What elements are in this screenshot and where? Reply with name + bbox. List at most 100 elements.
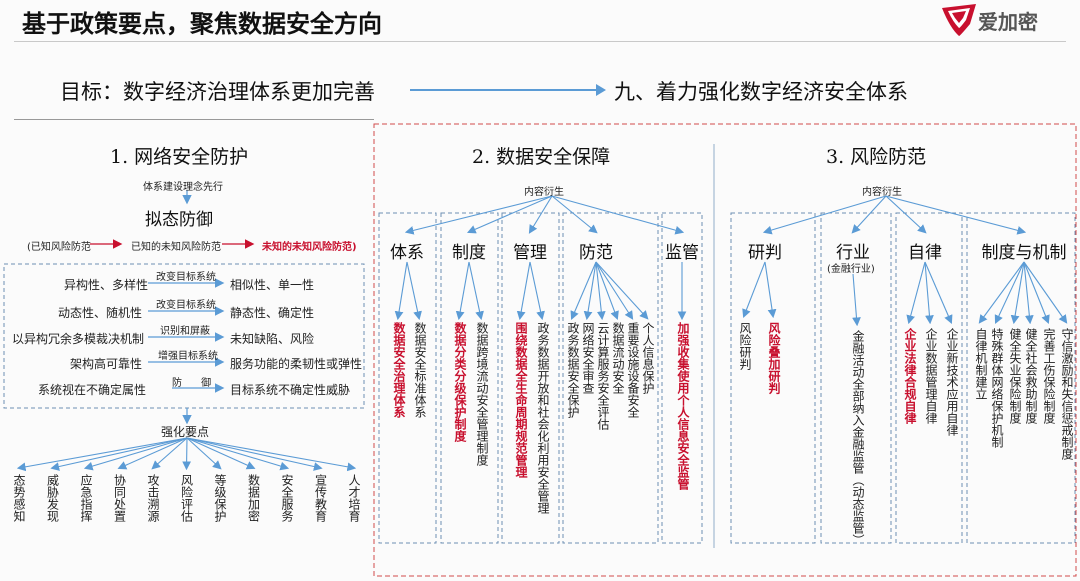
goal-left: 目标：数字经济治理体系更加完善	[60, 80, 375, 104]
connector-arrow	[570, 261, 597, 321]
section2-item: 重要设施设备安全	[626, 322, 640, 418]
section3-category-0: 研判	[748, 243, 782, 263]
connector-arrow	[16, 437, 188, 472]
key-point-item: 威胁发现	[45, 474, 60, 522]
connector-arrow	[186, 437, 290, 471]
key-point-item: 数据加密	[246, 474, 261, 522]
connector-arrow	[742, 261, 766, 319]
connector-arrow	[117, 437, 188, 470]
key-point-item: 等级保护	[213, 474, 227, 522]
section3-title: 3. 风险防范	[826, 146, 927, 168]
section2-item: 网络安全审查	[581, 322, 595, 394]
section2-item: 政务数据开放和社会化利用安全管理	[536, 322, 550, 514]
section3-item: 特殊群体网络保护机制	[990, 328, 1004, 448]
connector-arrow	[50, 437, 188, 471]
goal-arrow-icon	[410, 84, 606, 96]
section3-derive: 内容衍生	[862, 187, 902, 198]
logo-icon	[942, 4, 976, 36]
connector-arrow	[186, 437, 357, 472]
connector-arrow	[516, 261, 531, 321]
connector-arrow	[885, 195, 927, 234]
logo-text: 爱加密	[978, 10, 1038, 34]
row4-right: 服务功能的柔韧性或弹性	[230, 357, 363, 371]
chain-known-unknown: 已知的未知风险防范	[131, 242, 221, 253]
section2-category-0: 体系	[390, 243, 424, 263]
chain-unknown-unknown: 未知的未知风险防范)	[262, 242, 357, 253]
key-point-item: 攻击溯源	[146, 474, 160, 522]
connector-arrow	[906, 261, 926, 325]
connector-arrow	[404, 195, 553, 235]
section1-core: 拟态防御	[145, 210, 213, 230]
row1-right: 相似性、单一性	[230, 278, 315, 292]
key-point-item: 宣传教育	[313, 474, 328, 522]
connector-arrow	[551, 195, 685, 235]
section2-item: 云计算服务安全评估	[596, 322, 610, 430]
row3-right: 未知缺陷、风险	[230, 332, 315, 346]
connector-arrow	[455, 261, 470, 321]
section3-category-note: (金融行业)	[827, 264, 875, 275]
connector-arrow	[595, 261, 649, 320]
section3-category-2: 自律	[908, 243, 942, 263]
key-point-item: 风险评估	[179, 474, 194, 522]
connector-arrow	[83, 437, 188, 471]
connector-arrow	[764, 261, 777, 319]
row4-left: 架构高可靠性	[70, 357, 143, 371]
connector-arrow	[851, 195, 887, 234]
row5-right: 目标系统不确定性威胁	[230, 383, 351, 397]
section3-item: 企业法律合规自律	[903, 328, 917, 424]
row2-right: 静态性、确定性	[230, 306, 315, 320]
section2-item: 加强收集使用个人信息安全监管	[676, 322, 690, 490]
section2-item: 政务数据安全保护	[566, 322, 580, 418]
connector-arrow	[406, 261, 422, 321]
connector-arrow	[186, 437, 323, 471]
section1-title: 1. 网络安全防护	[110, 146, 249, 168]
connector-arrow	[924, 261, 953, 325]
connector-arrow	[595, 261, 634, 320]
section3-item: 企业数据管理自律	[924, 328, 938, 424]
section2-category-2: 管理	[513, 243, 547, 263]
section2-item: 数据安全标准体系	[413, 322, 427, 418]
section3-item: 自律机制建立	[974, 328, 988, 400]
row2-mid: 改变目标系统	[156, 300, 216, 311]
section2-item: 围绕数据全生命周期规范管理	[514, 322, 528, 478]
connector-arrow	[885, 195, 1027, 235]
section3-item: 完善工伤保险制度	[1042, 328, 1056, 424]
row4-mid: 增强目标系统	[158, 351, 218, 362]
row5-left: 系统视在不确定属性	[38, 383, 147, 397]
connector-arrow	[186, 437, 222, 470]
connector-arrow	[466, 195, 553, 234]
row2-left: 动态性、随机性	[58, 306, 143, 320]
section3-item: 金融活动全部纳入金融监管（动态监管）	[851, 330, 865, 546]
key-point-item: 协同处置	[112, 474, 127, 522]
connector-arrow	[468, 261, 484, 321]
section3-category-3: 制度与机制	[981, 243, 1067, 263]
connector-arrow	[762, 195, 887, 235]
connector-arrow	[994, 261, 1025, 324]
connector-arrow	[529, 261, 545, 321]
connector-arrow	[186, 437, 256, 470]
section2-item: 数据流动安全	[611, 322, 625, 394]
header-divider	[14, 41, 1066, 42]
connector-arrow	[595, 261, 619, 321]
connector-arrow	[1023, 261, 1034, 325]
section3-item: 风险叠加研判	[767, 322, 781, 394]
section2-category-3: 防范	[579, 243, 613, 263]
key-points-label: 强化要点	[161, 425, 210, 439]
section2-item: 数据分类分级保护制度	[453, 322, 467, 442]
connector-arrow	[151, 437, 188, 470]
connector-arrow	[852, 273, 861, 327]
page-title: 基于政策要点，聚焦数据安全方向	[22, 10, 382, 38]
connector-arrow	[595, 261, 606, 321]
connector-arrow	[978, 261, 1025, 324]
section3-item: 风险研判	[738, 322, 752, 370]
section2-item: 数据跨境流动安全管理制度	[475, 322, 489, 466]
key-point-item: 安全服务	[280, 474, 294, 522]
row3-mid: 识别和屏蔽	[160, 326, 210, 337]
connector-arrow	[528, 195, 553, 234]
goal-divider	[14, 119, 374, 120]
connector-arrow	[394, 261, 408, 321]
section2-category-4: 监管	[665, 243, 699, 263]
key-point-item: 态势感知	[12, 474, 26, 522]
row1-mid: 改变目标系统	[156, 272, 216, 283]
